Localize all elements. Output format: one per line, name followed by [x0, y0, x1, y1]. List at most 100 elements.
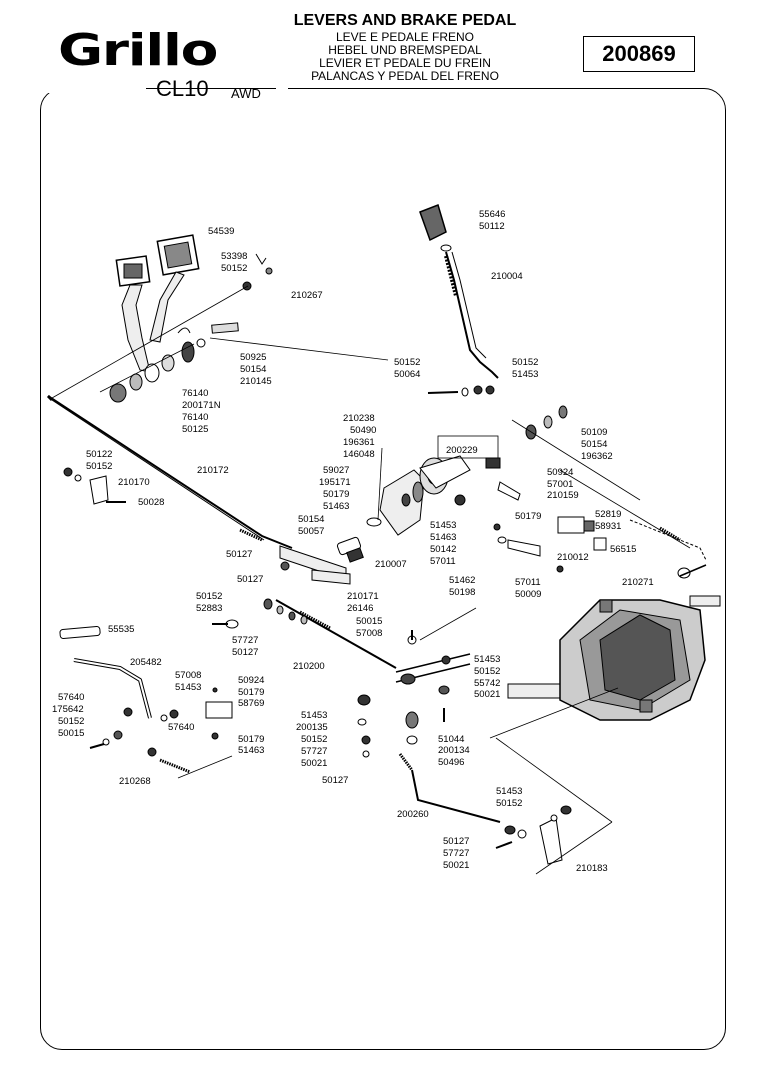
part-number-label: 57011: [515, 577, 541, 588]
part-number-label: 50064: [394, 369, 421, 380]
part-number-label: 210200: [293, 661, 325, 672]
part-number-label: 210145: [240, 376, 272, 387]
part-number-label: 51463: [430, 532, 457, 543]
part-number-label: 59027: [323, 465, 350, 476]
part-number-label: 57727: [443, 848, 470, 859]
part-number-label: 210171: [347, 591, 379, 602]
part-number-label: 210159: [547, 490, 579, 501]
part-number-label: 196362: [581, 451, 613, 462]
part-number-label: 51463: [238, 745, 265, 756]
part-number-label: 51463: [323, 501, 350, 512]
part-number-label: 51453: [496, 786, 523, 797]
brake-rod: [46, 394, 293, 549]
right-hardware: [493, 405, 707, 579]
bottom-linkage: [357, 630, 572, 865]
part-number-label: 50198: [449, 587, 476, 598]
part-number-label: 50015: [356, 616, 383, 627]
part-number-label: 50021: [474, 689, 501, 700]
subtitle-es: PALANCAS Y PEDAL DEL FRENO: [311, 69, 499, 83]
part-number-label: 52883: [196, 603, 223, 614]
part-number-label: 200135: [296, 722, 328, 733]
part-number-label: 50152: [512, 357, 539, 368]
part-number-label: 50028: [138, 497, 165, 508]
control-rod: [275, 599, 471, 685]
part-number-label: 50924: [238, 675, 265, 686]
diagram-frame: [40, 88, 726, 1050]
part-number-label: 51453: [175, 682, 202, 693]
part-number-label: 175642: [52, 704, 84, 715]
guide-lines: [51, 285, 691, 875]
part-number-label: 53398: [221, 251, 248, 262]
part-number-label: 50127: [443, 836, 470, 847]
part-number-label: 210271: [622, 577, 654, 588]
part-number-label: 26146: [347, 603, 374, 614]
part-number-label: 50924: [547, 467, 574, 478]
part-number-label: 50125: [182, 424, 209, 435]
part-number-label: 51462: [449, 575, 476, 586]
part-number-label: 50057: [298, 526, 325, 537]
part-number-label: 57640: [58, 692, 85, 703]
frame-gap: [34, 85, 146, 93]
part-number-label: 55535: [108, 624, 135, 635]
brand-logo-text: Grillo: [58, 25, 218, 76]
part-number-label: 50152: [301, 734, 328, 745]
part-number-label: 57008: [356, 628, 383, 639]
part-number-label: 57008: [175, 670, 202, 681]
brake-pedal: [115, 234, 200, 373]
part-number-label: 50154: [581, 439, 608, 450]
part-number-label: 50021: [301, 758, 328, 769]
part-number-label: 76140: [182, 388, 209, 399]
central-bracket: [336, 455, 521, 563]
part-number-label: 50127: [322, 775, 349, 786]
part-number-label: 195171: [319, 477, 351, 488]
part-number-label: 200134: [438, 745, 470, 756]
part-number-label: 200171N: [182, 400, 221, 411]
part-number-label: 58769: [238, 698, 265, 709]
link-plate: [279, 545, 351, 585]
part-number-label: 50179: [238, 687, 265, 698]
part-number-label: 76140: [182, 412, 209, 423]
part-number-label: 51453: [474, 654, 501, 665]
subtitle-de: HEBEL UND BREMSPEDAL: [328, 43, 482, 57]
part-number-label: 50015: [58, 728, 85, 739]
part-number-label: 210172: [197, 465, 229, 476]
part-number-label: 50152: [196, 591, 223, 602]
part-number-label: 50152: [474, 666, 501, 677]
part-number-label: 50152: [58, 716, 85, 727]
bushings: [109, 253, 273, 403]
part-number-label: 50122: [86, 449, 113, 460]
part-number-label: 210007: [375, 559, 407, 570]
part-number-label: 50127: [232, 647, 259, 658]
part-number-label: 51453: [301, 710, 328, 721]
subtitle-fr: LEVIER ET PEDALE DU FREIN: [319, 56, 491, 70]
part-code-box: 200869: [583, 36, 695, 72]
part-number-label: 50490: [350, 425, 377, 436]
part-number-label: 57727: [301, 746, 328, 757]
part-number-label: 54539: [208, 226, 235, 237]
brand-logo: Grillo: [58, 26, 228, 76]
part-number-label: 55742: [474, 678, 501, 689]
part-number-label: 50142: [430, 544, 457, 555]
part-number-label: 210170: [118, 477, 150, 488]
model-name: CL10: [156, 76, 209, 101]
part-number-label: 210267: [291, 290, 323, 301]
part-number-label: 50154: [298, 514, 325, 525]
part-number-label: 50021: [443, 860, 470, 871]
transaxle: [507, 595, 721, 721]
part-number-label: 57727: [232, 635, 259, 646]
part-number-label: 50152: [86, 461, 113, 472]
left-hardware: [59, 467, 308, 774]
part-number-label: 51044: [438, 734, 465, 745]
part-number-label: 55646: [479, 209, 506, 220]
part-number-label: 50009: [515, 589, 542, 600]
part-number-label: 57640: [168, 722, 195, 733]
part-number-label: 50109: [581, 427, 608, 438]
part-number-label: 56515: [610, 544, 637, 555]
part-number-label: 50925: [240, 352, 267, 363]
part-number-label: 210004: [491, 271, 523, 282]
part-number-label: 196361: [343, 437, 375, 448]
part-number-label: 205482: [130, 657, 162, 668]
page-title: LEVERS AND BRAKE PEDAL: [293, 12, 517, 29]
part-number-label: 50179: [323, 489, 350, 500]
